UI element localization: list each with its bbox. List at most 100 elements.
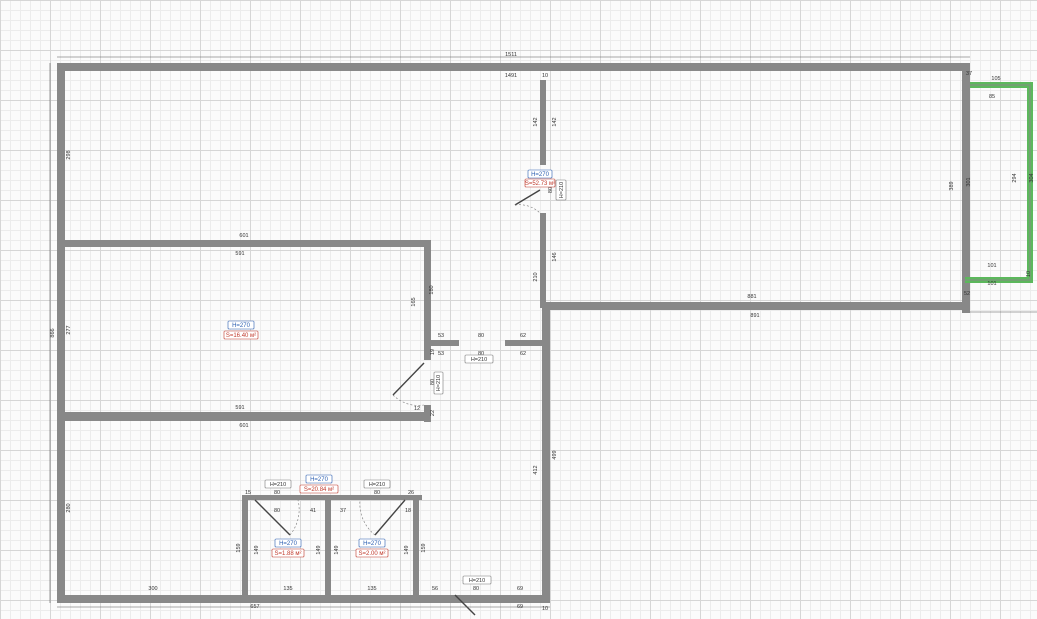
dim-inner-top: 1491 [505,73,517,79]
dim-corr-top-inner: 591 [235,251,244,257]
living-area-box [524,178,556,188]
dim-small-37: 37 [966,71,972,77]
dim-partition-142b: 142 [552,117,558,126]
dim-partition-210: 210 [533,272,539,281]
entrance-door-leaf [454,594,476,616]
corridor-door-box [464,354,494,364]
dim-balcony-inner-top: 85 [989,94,995,100]
dim-room3-height: 280 [66,503,72,512]
dim-balcony-bottom-outer: 101 [987,281,996,287]
room2-right-wall [424,240,431,360]
dim-bottom-135a: 135 [283,586,292,592]
dim-bath-18: 18 [405,508,411,514]
bath2-height-box [358,538,386,548]
bath2-area-box [355,548,389,558]
room2-top-wall [65,240,431,247]
dim-bath-80b: 80 [274,508,280,514]
dim-partition-80: 80 [548,187,554,193]
room2-height-box [227,320,255,330]
dim-bath-26: 26 [408,490,414,496]
dim-bath-159b: 159 [421,543,427,552]
dim-bath-80c: 80 [374,490,380,496]
dim-right-wall: 389 [949,181,955,190]
dim-room2-bottom-inner: 591 [235,405,244,411]
bath1-door-leaf [254,499,291,536]
dim-opening-62a: 62 [520,333,526,339]
dim-bottom-10: 10 [542,606,548,612]
dim-bottom-56: 56 [432,586,438,592]
dim-corridor-499: 499 [552,450,558,459]
living-door-arc [514,204,541,214]
bath-middle-wall [325,495,331,595]
dimension-lines [49,56,1037,608]
dim-wall-10: 10 [542,73,548,79]
bath2-height-tag: H=270 [363,541,382,547]
room2-area-box [223,330,259,340]
left-wall [57,63,65,603]
room2-height-tag: H=270 [232,323,251,329]
room2-door-leaf [392,362,425,396]
room2-area-tag: S=16.40 м² [226,333,256,339]
partition-top [540,80,546,165]
dim-left-total: 866 [50,328,56,337]
bath2-door-arc [359,499,376,536]
dim-bath-80a: 80 [274,490,280,496]
room3-height-box [305,474,333,484]
bath1-height-tag: H=270 [279,541,298,547]
living-door-box [555,179,567,201]
entrance-door-box [462,575,492,585]
entrance-door-tag: H=210 [469,578,485,584]
living-height-tag: H=270 [531,172,550,178]
dim-bath-37: 37 [340,508,346,514]
dim-corr-top-outer: 601 [239,233,248,239]
dim-bath-159a: 159 [236,543,242,552]
dim-opening-53b: 53 [438,351,444,357]
dim-opening-80a: 80 [478,333,484,339]
walls [57,63,1033,603]
dim-bath-149c: 149 [334,545,340,554]
dim-partition-165: 165 [411,297,417,306]
living-area-tag: S=52.73 м² [525,181,555,187]
dim-bottom-69a: 69 [517,586,523,592]
dim-living-left: 298 [66,150,72,159]
dim-opening-80b: 80 [478,351,484,357]
dim-bottom-69b: 69 [517,604,523,610]
dim-opening-53: 53 [438,333,444,339]
room2-door-box [433,371,444,395]
partition-mid [540,213,546,308]
dim-balcony-bottom-inner: 101 [987,263,996,269]
hall-wall-left [431,340,459,346]
dim-room2-bottom-outer: 601 [239,423,248,429]
dim-door-12: 12 [414,406,420,412]
room2-door-tag: H=210 [436,375,442,391]
dim-bath-149b: 149 [316,545,322,554]
dim-opening-62b: 62 [520,351,526,357]
bath1-door-box [264,479,292,489]
living-door-leaf [514,189,541,206]
bath-right-wall [413,495,419,595]
bottom-wall [57,595,550,603]
dim-bath-15: 15 [245,490,251,496]
room3-area-box [299,484,339,494]
balcony-outline [965,82,1033,283]
top-wall [57,63,970,71]
room3-height-tag: H=270 [310,477,329,483]
dim-partition-180: 180 [429,285,435,294]
dim-balcony-side: 304 [1029,173,1035,182]
dim-balcony-top: 105 [991,76,1000,82]
dim-bath-149a: 149 [254,545,260,554]
dimension-labels: 1511 1491 10 298 866 277 280 601 591 591… [50,52,1035,612]
corridor-door-tag: H=210 [471,357,487,363]
bath2-door-box [363,479,391,489]
bath1-area-tag: S=1.88 м² [275,551,302,557]
dim-bottom-135b: 135 [367,586,376,592]
dim-balcony-edge: 10 [1026,271,1032,277]
living-door-tag: H=210 [559,182,565,198]
balcony-inner-line [965,84,1031,281]
room2-door-arc [392,394,425,406]
bath-left-wall [242,495,248,595]
dim-small-52: 52 [964,291,970,297]
dim-partition-146: 146 [552,252,558,261]
bath2-door-tag: H=210 [369,482,385,488]
bath1-door-tag: H=210 [270,482,286,488]
